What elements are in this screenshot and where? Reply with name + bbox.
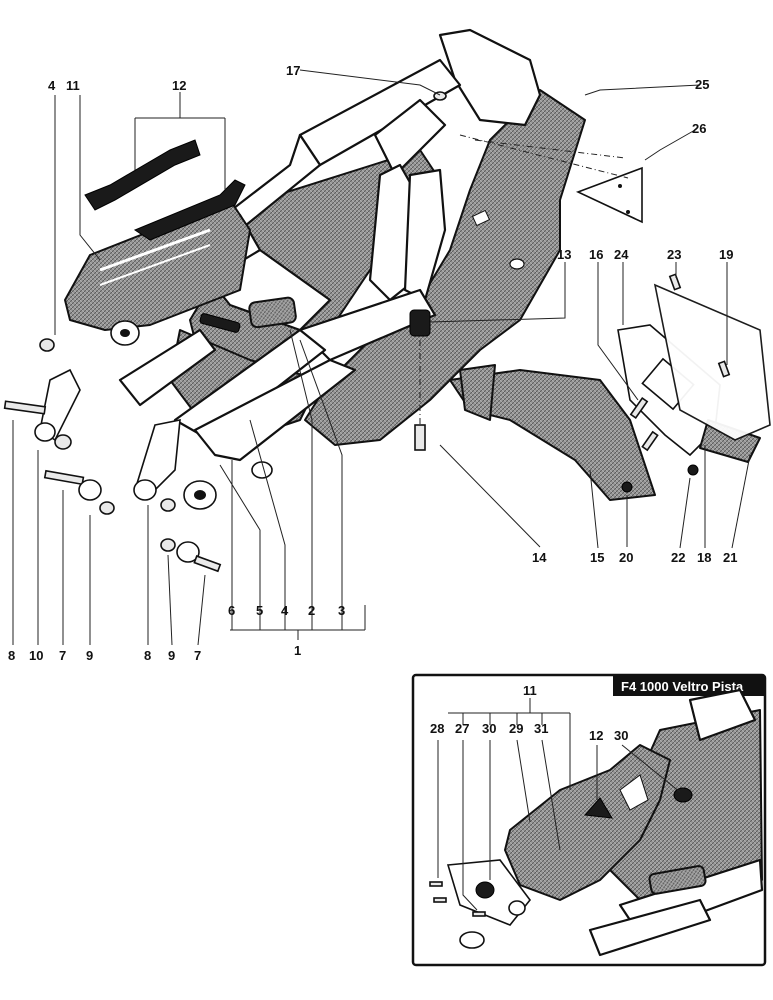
rear-subframe xyxy=(118,28,542,462)
callout-7b: 7 xyxy=(194,648,201,663)
rear-bracket xyxy=(64,199,251,346)
leader-lines xyxy=(12,69,751,646)
inset-callout-30b: 30 xyxy=(614,728,628,743)
inset-callout-12: 12 xyxy=(589,728,603,743)
callout-13: 13 xyxy=(557,247,571,262)
callout-11: 11 xyxy=(66,78,80,93)
callout-14: 14 xyxy=(532,550,547,565)
callout-2: 2 xyxy=(308,603,315,618)
callout-23: 23 xyxy=(667,247,681,262)
callout-4a: 4 xyxy=(48,78,56,93)
tail-undertray xyxy=(304,89,586,446)
callout-12: 12 xyxy=(172,78,186,93)
inset-callout-30a: 30 xyxy=(482,721,496,736)
callout-26: 26 xyxy=(692,121,706,136)
inset-callout-29: 29 xyxy=(509,721,523,736)
main-callouts: 17 25 26 4 11 12 13 16 24 23 19 14 15 20… xyxy=(8,63,737,663)
callout-3: 3 xyxy=(338,603,345,618)
callout-5: 5 xyxy=(256,603,263,618)
frame-pads xyxy=(199,296,297,333)
triangle-plate xyxy=(575,166,643,224)
callout-8b: 8 xyxy=(144,648,151,663)
plate-bracket xyxy=(617,283,771,463)
inset-callout-27: 27 xyxy=(455,721,469,736)
callout-16: 16 xyxy=(589,247,603,262)
callout-21: 21 xyxy=(723,550,737,565)
callout-9a: 9 xyxy=(86,648,93,663)
inset-title: F4 1000 Veltro Pista xyxy=(621,679,744,694)
callout-6: 6 xyxy=(228,603,235,618)
callout-22: 22 xyxy=(671,550,685,565)
callout-15: 15 xyxy=(590,550,604,565)
callout-18: 18 xyxy=(697,550,711,565)
callout-10: 10 xyxy=(29,648,43,663)
strap xyxy=(84,139,246,241)
inset-callout-31: 31 xyxy=(534,721,548,736)
hardware xyxy=(3,91,731,573)
callout-7a: 7 xyxy=(59,648,66,663)
callout-4b: 4 xyxy=(281,603,289,618)
callout-8a: 8 xyxy=(8,648,15,663)
callout-9b: 9 xyxy=(168,648,175,663)
inset-callout-11: 11 xyxy=(523,683,537,698)
callout-25: 25 xyxy=(695,77,709,92)
callout-24: 24 xyxy=(614,247,629,262)
inset-callout-28: 28 xyxy=(430,721,444,736)
callout-19: 19 xyxy=(719,247,733,262)
callout-17: 17 xyxy=(286,63,300,78)
callout-20: 20 xyxy=(619,550,633,565)
callout-1: 1 xyxy=(294,643,301,658)
inset-panel: F4 1000 Veltro Pista 11 28 xyxy=(411,673,767,967)
rear-mount xyxy=(449,364,656,501)
